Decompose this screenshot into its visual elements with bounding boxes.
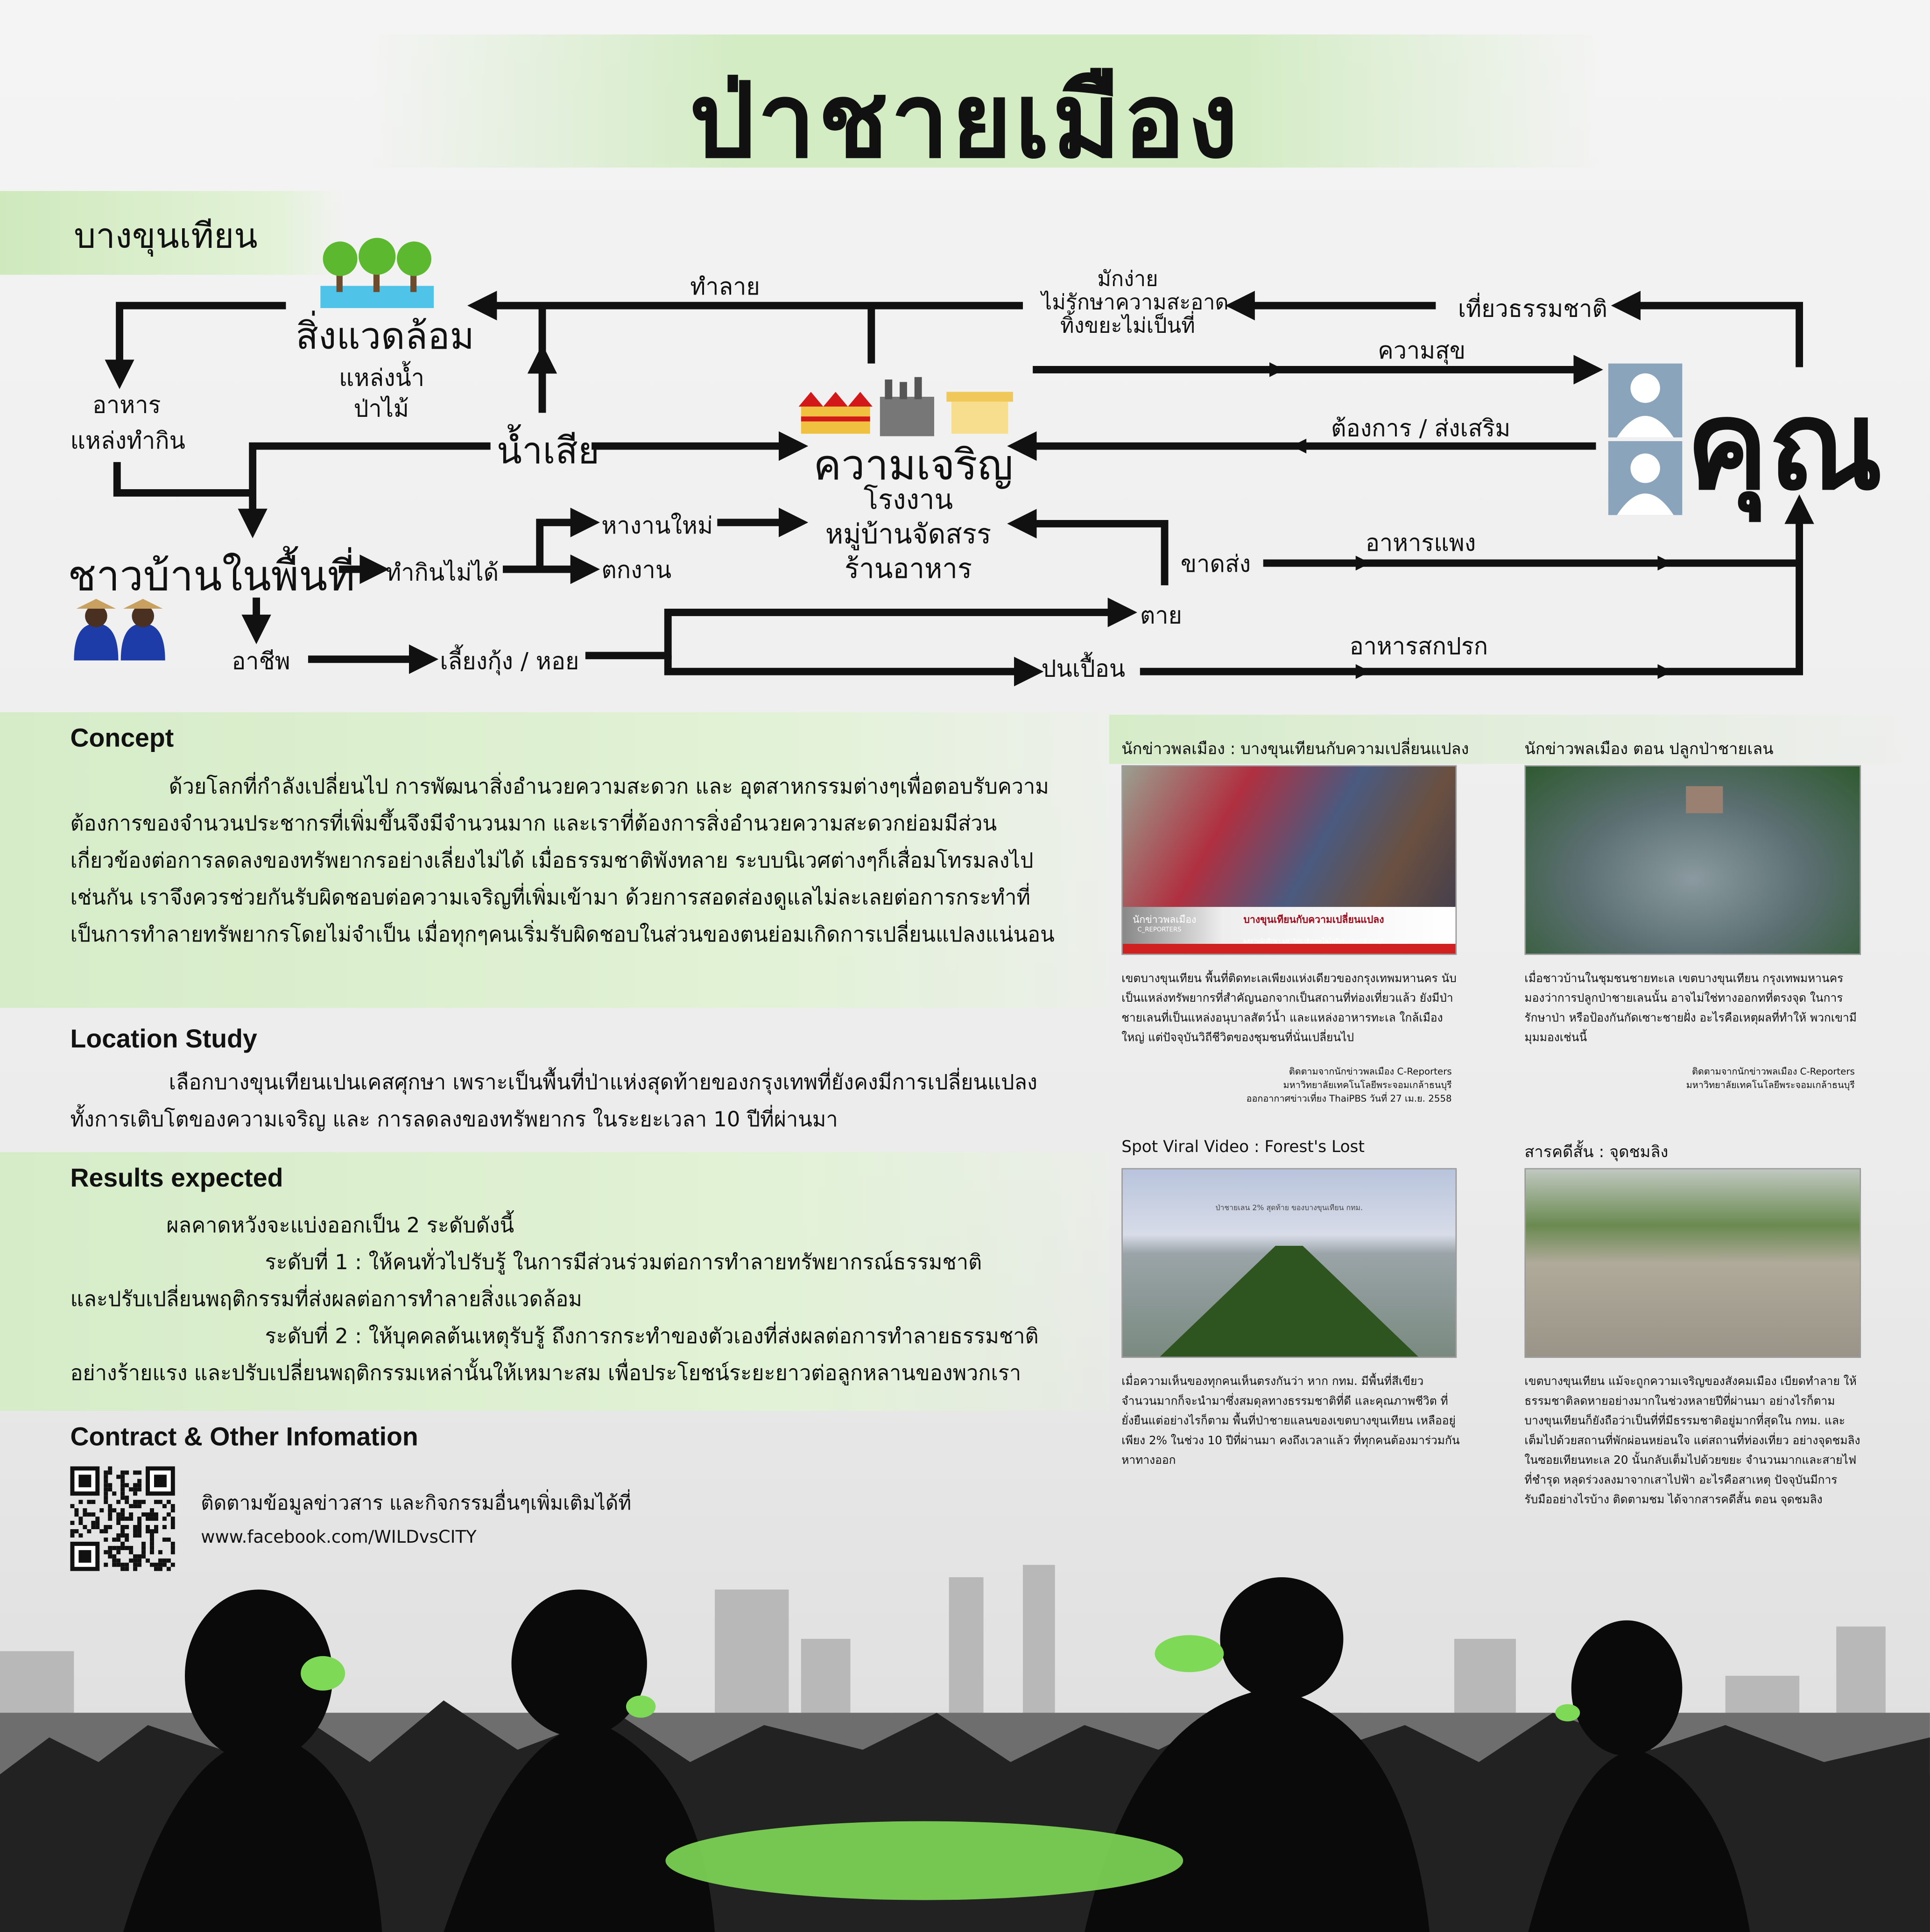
overlay-headline: บางขุนเทียนกับความเปลี่ยนแปลง	[1243, 914, 1384, 926]
node-env-forest: ป่าไม้	[353, 395, 409, 423]
label-destroy: ทำลาย	[690, 274, 760, 301]
video-4-caption: เขตบางขุนเทียน แม้จะถูกความเจริญของสังคม…	[1524, 1375, 1860, 1507]
arrow-contaminated	[664, 655, 1044, 687]
results-level-2: ระดับที่ 2 : ให้บุคคลต้นเหตุรับรู้ ถึงกา…	[265, 1324, 1039, 1349]
location-body: เลือกบางขุนเทียนเปนเคสศุกษา เพราะเป็นพื้…	[70, 1070, 1037, 1132]
results-intro: ผลคาดหวังจะแบ่งออกเป็น 2 ระดับดังนี้	[166, 1214, 514, 1238]
node-locals: ชาวบ้านในพื้นที่	[68, 552, 355, 602]
results-level-2-cont: อย่างร้ายแรง และปรับเปลี่ยนพฤติกรรมเหล่า…	[70, 1361, 1021, 1386]
location-heading: Location Study	[70, 1025, 257, 1054]
credit-line: มหาวิทยาลัยเทคโนโลยีพระจอมเกล้าธนบุรี	[1283, 1079, 1452, 1091]
overlay-small: ผลงานนักศึกษา มหาวิทยาลัยเทคโนโลยีพระจอม…	[1243, 939, 1384, 945]
node-wastewater: น้ำเสีย	[496, 430, 600, 473]
credit-line: ออกอากาศข่าวเที่ยง ThaiPBS วันที่ 27 เม.…	[1246, 1093, 1452, 1104]
area-label: บางขุนเทียน	[74, 215, 258, 257]
results-heading: Results expected	[70, 1164, 283, 1193]
label-jobless: ตกงาน	[601, 557, 672, 584]
example-restaurant: ร้านอาหาร	[844, 554, 972, 585]
node-prosperity: ความเจริญ	[813, 441, 1014, 491]
label-career: อาชีพ	[232, 648, 290, 675]
overlay-channel: นักข่าวพลเมือง	[1132, 914, 1197, 926]
video-1-caption: เขตบางขุนเทียน พื้นที่ติดทะเลเพียงแห่งเด…	[1121, 972, 1457, 1045]
label-new-job: หางานใหม่	[601, 513, 713, 540]
concept-body: ด้วยโลกที่กำลังเปลี่ยนไป การพัฒนาสิ่งอำน…	[70, 775, 1055, 948]
video-2-credit: ติดตามจากนักข่าวพลเมือง C-Reporters มหาว…	[1608, 1065, 1855, 1092]
credit-line: ติดตามจากนักข่าวพลเมือง C-Reporters	[1692, 1066, 1855, 1077]
careless-line-2: ไม่รักษาความสะอาด	[1041, 290, 1229, 316]
arrow-to-locals	[238, 442, 491, 539]
video-1-credit: ติดตามจากนักข่าวพลเมือง C-Reporters มหาว…	[1208, 1065, 1452, 1105]
arrow-shortage	[1007, 509, 1169, 585]
label-nature-trip: เที่ยวธรรมชาติ	[1458, 295, 1608, 323]
results-band	[0, 1152, 1109, 1411]
concept-band	[0, 712, 1109, 1008]
media-band	[1109, 715, 1930, 764]
label-food: อาหาร	[92, 392, 161, 419]
arrow-split	[503, 507, 600, 573]
label-cannot-live: ทำกินไม่ได้	[386, 559, 499, 587]
trees-icon	[320, 238, 434, 308]
label-happiness: ความสุข	[1378, 337, 1466, 365]
node-env-water: แหล่งน้ำ	[338, 365, 425, 392]
video-3-overlay: ป่าชายเลน 2% สุดท้าย ของบางขุนเทียน กทม.	[1215, 1204, 1363, 1213]
label-careless: มักง่าย ไม่รักษาความสะอาด ทิ้งขยะไม่เป็น…	[1041, 267, 1229, 339]
qr-code[interactable]	[70, 1466, 175, 1571]
credit-line: มหาวิทยาลัยเทคโนโลยีพระจอมเกล้าธนบุรี	[1686, 1079, 1855, 1091]
concept-heading: Concept	[70, 724, 174, 753]
video-2-thumbnail[interactable]	[1524, 765, 1861, 955]
video-3-caption: เมื่อความเห็นของทุกคนเห็นตรงกันว่า หาก ก…	[1121, 1375, 1460, 1468]
careless-line-1: มักง่าย	[1097, 267, 1158, 292]
arrow-die	[585, 597, 1138, 660]
video-3-thumbnail[interactable]: ป่าชายเลน 2% สุดท้าย ของบางขุนเทียน กทม.	[1121, 1168, 1457, 1358]
label-contaminated: ปนเปื้อน	[1041, 655, 1126, 683]
label-want: ต้องการ / ส่งเสริม	[1331, 415, 1511, 443]
label-shortage: ขาดส่ง	[1180, 550, 1251, 578]
prosperity-examples: โรงงาน หมู่บ้านจัดสรร ร้านอาหาร	[785, 484, 1032, 588]
video-4-title: สารคดีสั้น : จุดชมลิง	[1524, 1143, 1669, 1162]
contact-follow-text: ติดตามข้อมูลข่าวสาร และกิจกรรมอื่นๆเพิ่ม…	[201, 1491, 632, 1515]
video-2-title: นักข่าวพลเมือง ตอน ปลูกป่าชายเลน	[1524, 740, 1774, 759]
video-1-title: นักข่าวพลเมือง : บางขุนเทียนกับความเปลี่…	[1121, 740, 1469, 759]
node-environment: สิ่งแวดล้อม	[296, 315, 474, 359]
label-livelihood: แหล่งทำกิน	[70, 428, 186, 455]
news-lower-third: นักข่าวพลเมือง C_REPORTERS บางขุนเทียนกั…	[1122, 906, 1456, 954]
green-leaves-icon	[301, 1635, 1580, 1900]
video-4-thumbnail[interactable]	[1524, 1168, 1861, 1358]
area-band	[0, 191, 345, 275]
line-food-locals	[113, 462, 253, 497]
arrow-trip	[1611, 290, 1803, 367]
video-2-caption: เมื่อชาวบ้านในชุมชนชายทะเล เขตบางขุนเทีย…	[1524, 972, 1857, 1045]
results-level-1: ระดับที่ 1 : ให้คนทั่วไปรับรู้ ในการมีส่…	[265, 1251, 982, 1276]
title-band	[369, 34, 1602, 168]
hut-shape	[1686, 786, 1723, 814]
overlay-sub: C_REPORTERS	[1137, 927, 1182, 934]
facebook-link[interactable]: www.facebook.com/WILDvsCITY	[201, 1528, 477, 1548]
label-farming: เลี้ยงกุ้ง / หอย	[440, 648, 579, 675]
careless-line-3: ทิ้งขยะไม่เป็นที่	[1060, 314, 1195, 339]
node-you: คุณ	[1686, 373, 1883, 518]
flow-diagram	[74, 238, 1814, 687]
example-factory: โรงงาน	[863, 485, 953, 517]
city-skyline-silhouette	[0, 1565, 1930, 1932]
buildings-icon	[798, 377, 1013, 436]
example-housing: หมู่บ้านจัดสรร	[825, 520, 992, 551]
contact-heading: Contract & Other Infomation	[70, 1423, 418, 1452]
poster-title: ป่าชายเมือง	[689, 60, 1241, 182]
mangrove-strip	[1153, 1245, 1425, 1357]
label-expensive: อาหารแพง	[1365, 530, 1476, 557]
villagers-icon	[74, 598, 165, 660]
video-3-title: Spot Viral Video : Forest's Lost	[1121, 1138, 1365, 1157]
results-level-1-cont: และปรับเปลี่ยนพฤติกรรมที่ส่งผลต่อการทำลา…	[70, 1287, 582, 1313]
person-silhouettes-icon	[1608, 363, 1683, 515]
arrow-food	[105, 302, 286, 389]
label-die: ตาย	[1140, 602, 1182, 630]
credit-line: ติดตามจากนักข่าวพลเมือง C-Reporters	[1289, 1066, 1452, 1077]
label-dirty-food: อาหารสกปรก	[1349, 633, 1488, 660]
video-1-thumbnail[interactable]: นักข่าวพลเมือง C_REPORTERS บางขุนเทียนกั…	[1121, 765, 1457, 955]
